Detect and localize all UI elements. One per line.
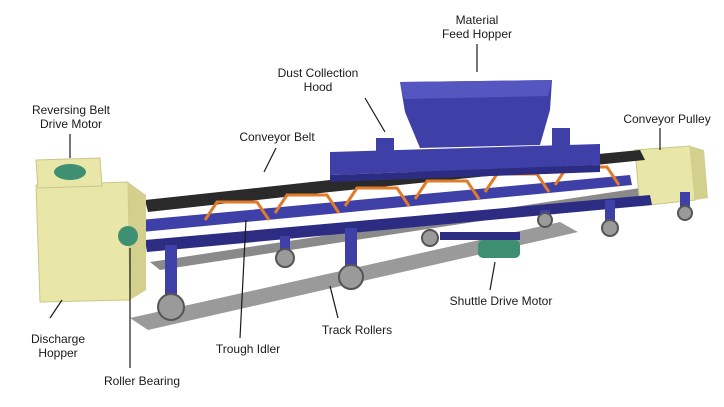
frame-rail-top [140,175,632,232]
label-shuttle-motor: Shuttle Drive Motor [449,294,553,308]
label-dust-hood-line1: Dust Collection [277,66,359,80]
label-discharge-hopper: Discharge Hopper [18,332,98,360]
track-roller-wheels [157,205,693,321]
label-discharge-hopper-line1: Discharge [30,332,86,346]
label-conveyor-pulley: Conveyor Pulley [623,112,711,126]
label-feed-hopper: Material Feed Hopper [432,13,522,41]
hood-platform [330,144,600,175]
label-conveyor-belt: Conveyor Belt [239,130,315,144]
label-discharge-hopper-line2: Hopper [38,346,78,360]
label-feed-hopper-line2: Feed Hopper [441,27,513,41]
label-feed-hopper-line1: Material [455,13,499,27]
shuttle-motor-shape [478,240,520,258]
label-drive-motor-line2: Drive Motor [39,117,102,131]
label-dust-hood: Dust Collection Hood [258,66,378,94]
frame-rail-bottom [145,195,652,252]
leader-lines [49,44,661,368]
label-trough-idler: Trough Idler [215,342,281,356]
discharge-hopper-shape [35,181,131,303]
label-drive-motor: Reversing Belt Drive Motor [16,103,126,131]
label-dust-hood-line2: Hood [303,80,333,94]
label-track-rollers: Track Rollers [321,323,393,337]
label-drive-motor-line1: Reversing Belt [31,103,111,117]
roller-bearing-shape [118,226,138,246]
label-roller-bearing: Roller Bearing [103,374,181,388]
